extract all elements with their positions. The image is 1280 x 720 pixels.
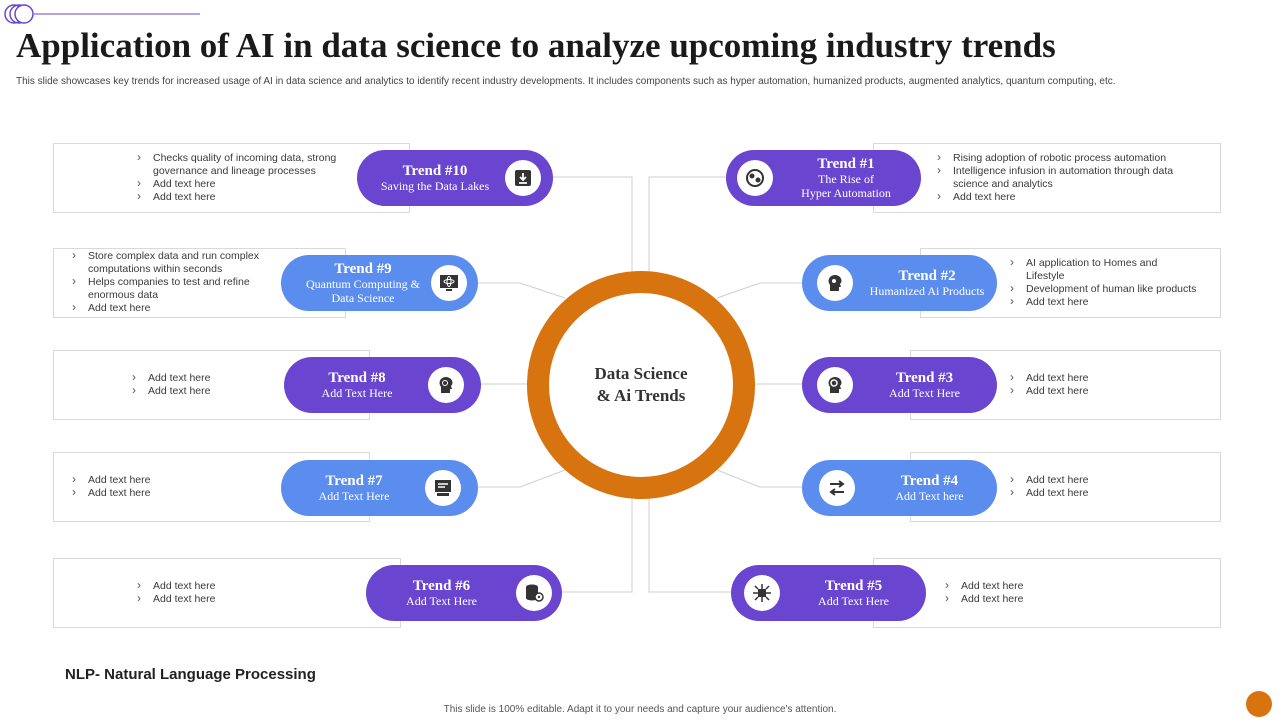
trend-5-bullets: Add text here Add text here bbox=[943, 579, 1123, 606]
brain-gear-icon bbox=[817, 367, 853, 403]
trend-2-pill: Trend #2 Humanized Ai Products bbox=[802, 255, 997, 311]
trend-4-subtitle: Add Text here bbox=[895, 489, 964, 503]
trend-4-bullets: Add text here Add text here bbox=[1008, 473, 1188, 500]
bullet: Add text here bbox=[135, 190, 350, 204]
trend-7-title: Trend #7 bbox=[325, 473, 383, 489]
trend-3-bullets: Add text here Add text here bbox=[1008, 371, 1188, 398]
transfer-arrows-icon bbox=[819, 470, 855, 506]
trend-6-pill: Trend #6 Add Text Here bbox=[366, 565, 562, 621]
trend-9-title: Trend #9 bbox=[334, 261, 392, 277]
trend-3-subtitle: Add Text Here bbox=[889, 386, 960, 400]
trend-3-pill: Trend #3 Add Text Here bbox=[802, 357, 997, 413]
trend-1-bullets: Rising adoption of robotic process autom… bbox=[935, 151, 1195, 204]
trend-8-bullets: Add text here Add text here bbox=[130, 371, 280, 398]
trend-8-pill: Trend #8 Add Text Here bbox=[284, 357, 481, 413]
bullet: Helps companies to test and refine enorm… bbox=[70, 275, 270, 302]
trend-1-pill: Trend #1 The Rise of Hyper Automation bbox=[726, 150, 921, 206]
trend-8-subtitle: Add Text Here bbox=[321, 386, 393, 400]
bullet: Add text here bbox=[130, 371, 280, 385]
trend-7-bullets: Add text here Add text here bbox=[70, 473, 220, 500]
trend-4-title: Trend #4 bbox=[900, 473, 959, 489]
trend-2-bullets: AI application to Homes and Lifestyle De… bbox=[1008, 256, 1208, 309]
trend-4-pill: Trend #4 Add Text here bbox=[802, 460, 997, 516]
trend-1-title: Trend #1 bbox=[817, 156, 875, 172]
trend-1-subtitle: The Rise of bbox=[818, 172, 874, 186]
database-settings-icon bbox=[516, 575, 552, 611]
trend-7-pill: Trend #7 Add Text Here bbox=[281, 460, 478, 516]
bullet: Add text here bbox=[70, 473, 220, 487]
bullet: Add text here bbox=[1008, 295, 1208, 309]
bullet: Add text here bbox=[70, 301, 270, 315]
trend-9-subtitle-2: Data Science bbox=[331, 291, 395, 305]
ai-head-icon bbox=[817, 265, 853, 301]
bullet: Add text here bbox=[135, 579, 285, 593]
trend-9-subtitle: Quantum Computing & bbox=[306, 277, 420, 291]
download-icon bbox=[505, 160, 541, 196]
gears-icon bbox=[737, 160, 773, 196]
chip-icon bbox=[744, 575, 780, 611]
trend-1-subtitle-2: Hyper Automation bbox=[801, 186, 891, 200]
footer-note: This slide is 100% editable. Adapt it to… bbox=[443, 704, 837, 715]
data-analysis-icon bbox=[425, 470, 461, 506]
trend-10-bullets: Checks quality of incoming data, strong … bbox=[135, 151, 350, 204]
trend-6-subtitle: Add Text Here bbox=[406, 594, 477, 608]
trend-5-subtitle: Add Text Here bbox=[818, 594, 889, 608]
trend-8-title: Trend #8 bbox=[328, 370, 386, 386]
trend-10-subtitle: Saving the Data Lakes bbox=[380, 179, 490, 193]
bullet: Add text here bbox=[935, 190, 1195, 204]
brain-head-icon bbox=[428, 367, 464, 403]
bullet: Add text here bbox=[943, 592, 1123, 606]
monitor-atom-icon bbox=[431, 265, 467, 301]
trend-7-subtitle: Add Text Here bbox=[318, 489, 390, 503]
trend-3-title: Trend #3 bbox=[895, 370, 954, 386]
bullet: AI application to Homes and Lifestyle bbox=[1008, 256, 1158, 283]
trend-5-title: Trend #5 bbox=[824, 578, 883, 594]
bullet: Add text here bbox=[943, 579, 1123, 593]
bullet: Intelligence infusion in automation thro… bbox=[935, 164, 1195, 191]
trend-6-title: Trend #6 bbox=[412, 578, 471, 594]
bullet: Add text here bbox=[1008, 486, 1188, 500]
trend-2-subtitle: Humanized Ai Products bbox=[869, 284, 985, 298]
bullet: Add text here bbox=[135, 177, 350, 191]
bullet: Add text here bbox=[1008, 384, 1188, 398]
corner-dot bbox=[1246, 691, 1272, 717]
bullet: Checks quality of incoming data, strong … bbox=[135, 151, 350, 178]
trend-10-title: Trend #10 bbox=[402, 163, 468, 179]
bullet: Add text here bbox=[130, 384, 280, 398]
nlp-note: NLP- Natural Language Processing bbox=[65, 666, 316, 683]
bullet: Add text here bbox=[1008, 473, 1188, 487]
trend-5-pill: Trend #5 Add Text Here bbox=[731, 565, 926, 621]
bullet: Development of human like products bbox=[1008, 282, 1208, 296]
trend-6-bullets: Add text here Add text here bbox=[135, 579, 285, 606]
bullet: Add text here bbox=[70, 486, 220, 500]
trend-2-title: Trend #2 bbox=[898, 268, 956, 284]
center-label: Data Science& Ai Trends bbox=[594, 364, 688, 405]
trend-9-bullets: Store complex data and run complex compu… bbox=[70, 249, 270, 315]
decorative-rings bbox=[4, 4, 200, 24]
trend-10-pill: Trend #10 Saving the Data Lakes bbox=[357, 150, 553, 206]
bullet: Add text here bbox=[135, 592, 285, 606]
bullet: Store complex data and run complex compu… bbox=[70, 249, 270, 276]
trend-9-pill: Trend #9 Quantum Computing & Data Scienc… bbox=[281, 255, 478, 311]
bullet: Rising adoption of robotic process autom… bbox=[935, 151, 1195, 165]
page-title: Application of AI in data science to ana… bbox=[16, 26, 1056, 65]
bullet: Add text here bbox=[1008, 371, 1188, 385]
page-subtitle: This slide showcases key trends for incr… bbox=[16, 76, 1116, 87]
